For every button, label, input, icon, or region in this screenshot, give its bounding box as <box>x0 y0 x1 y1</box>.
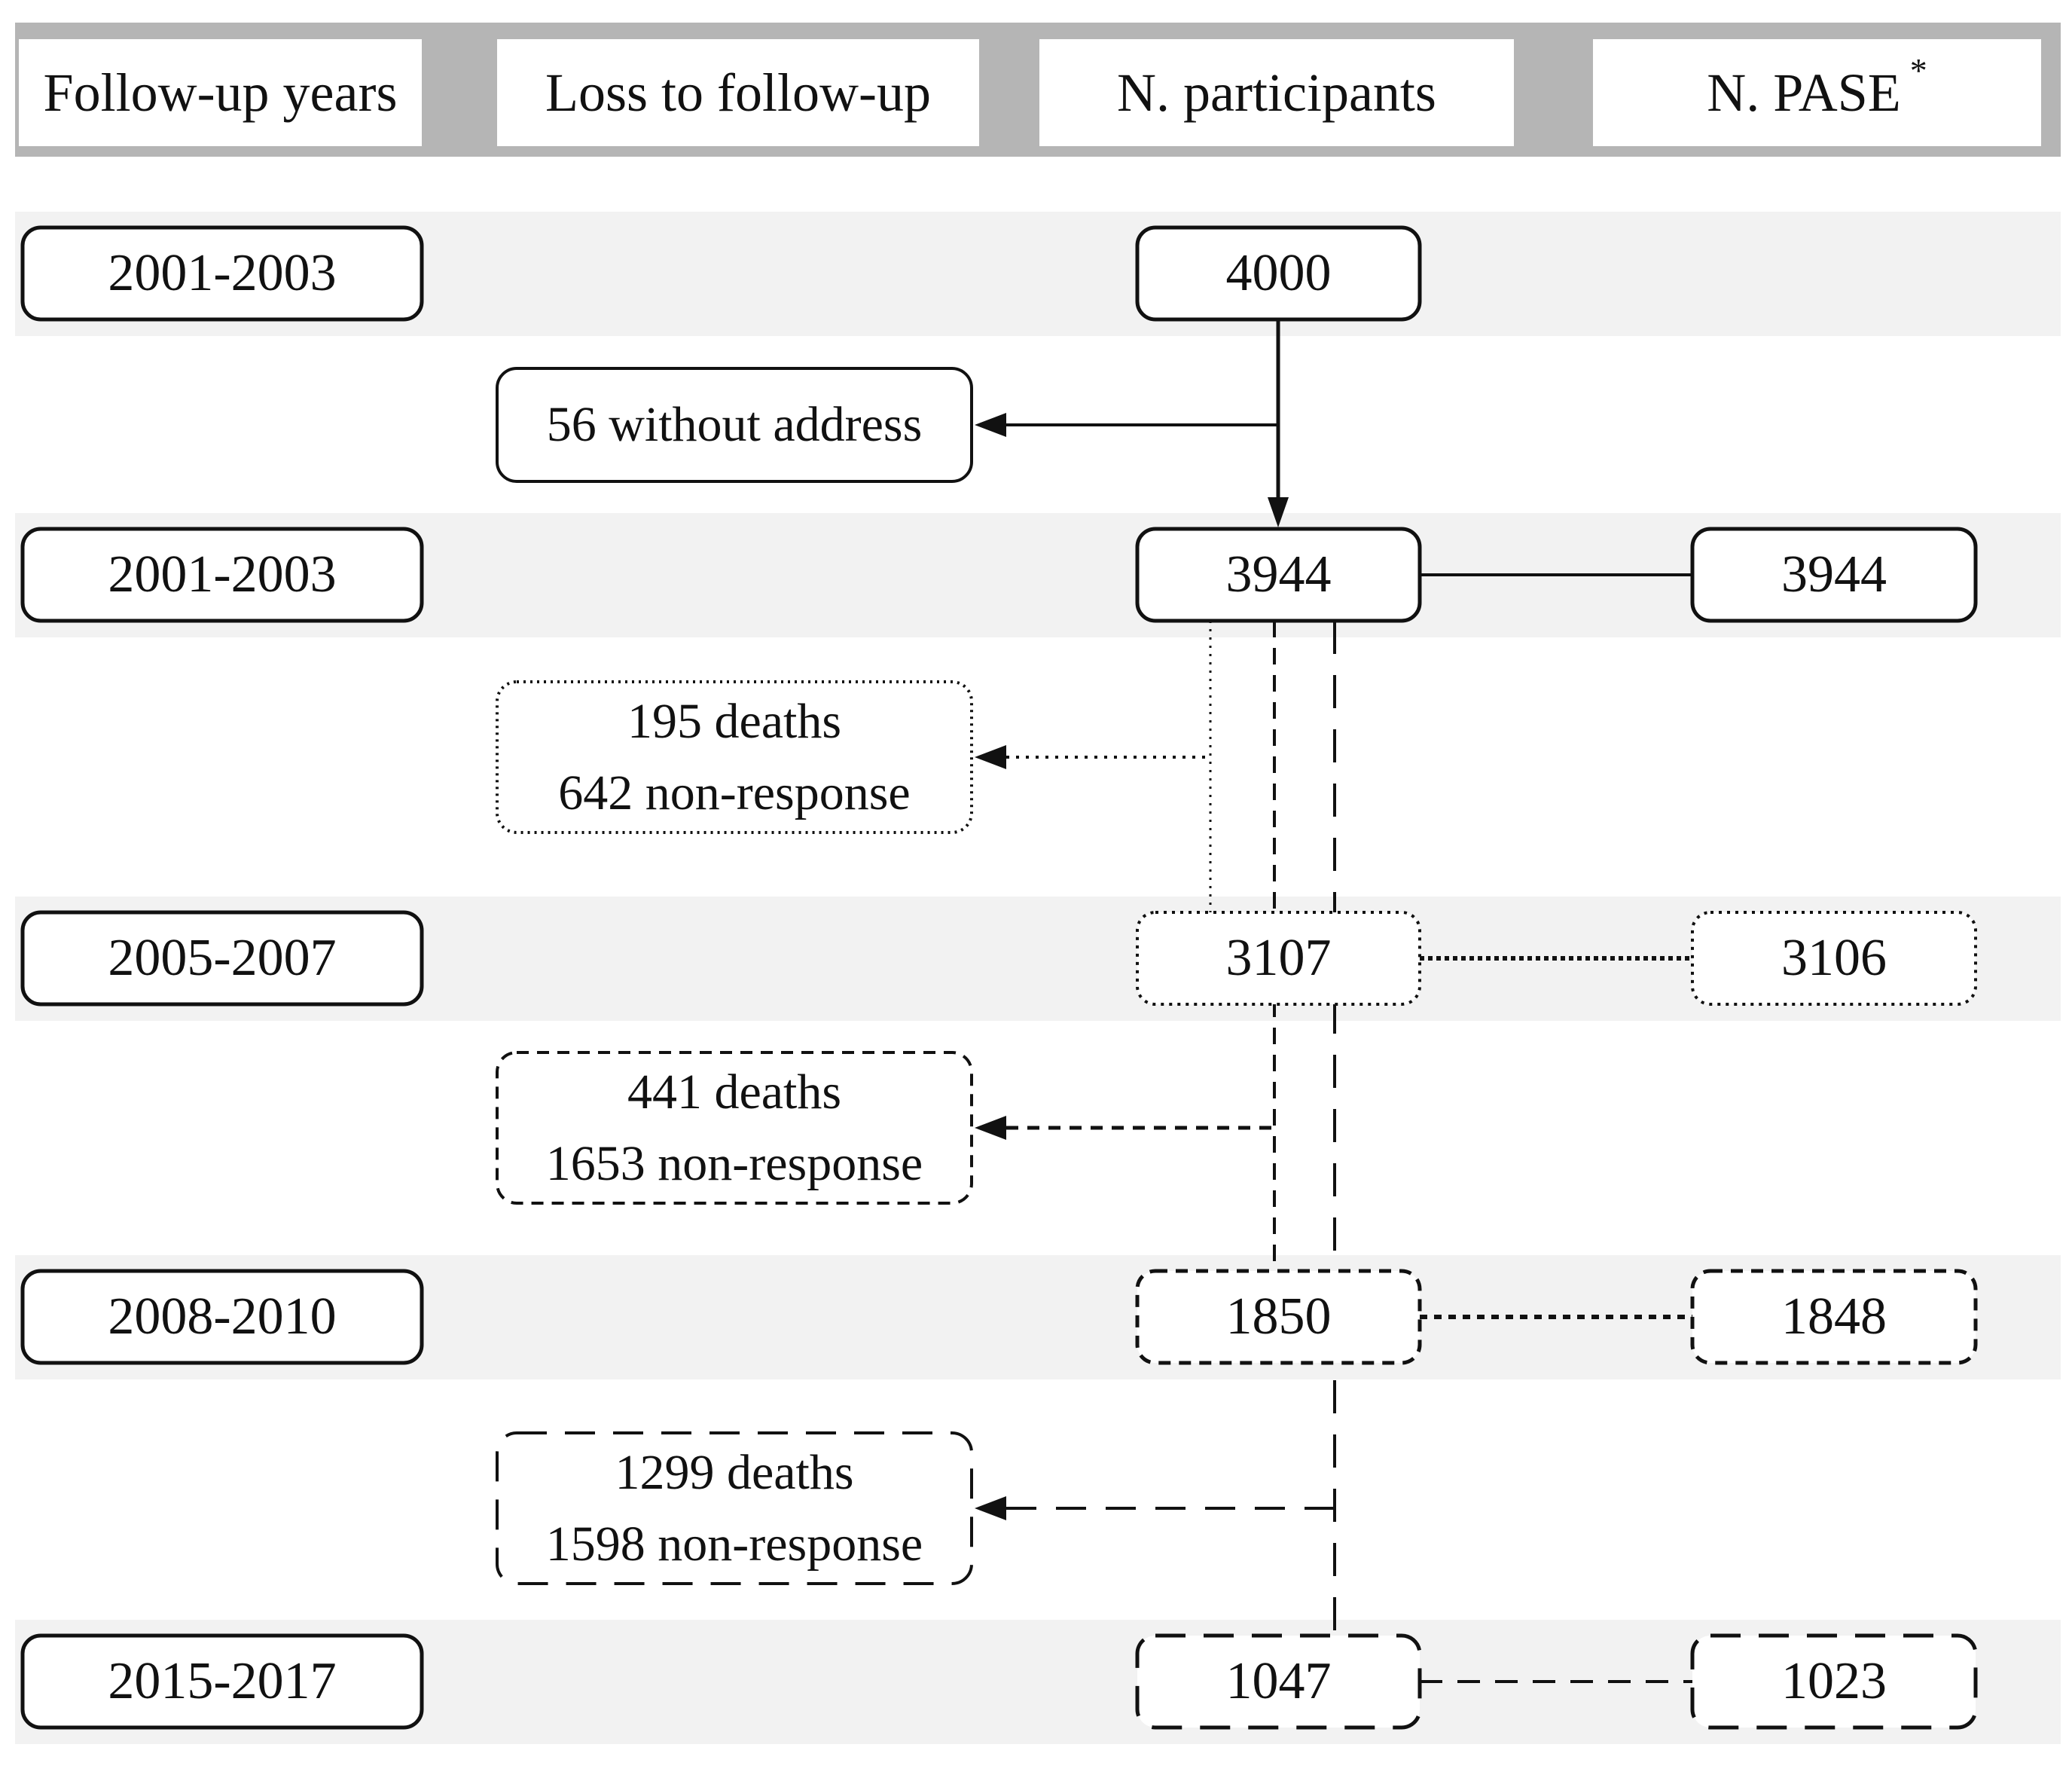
wave-3-pase-box: 3106 <box>1781 929 1887 987</box>
loss-box-wave-2: 195 deaths 642 non-response <box>497 682 972 832</box>
wave-4-years-box: 2008-2010 <box>108 1288 337 1346</box>
arrowhead-left-solid-icon <box>975 413 1006 437</box>
loss-box-wave-4: 1299 deaths 1598 non-response <box>497 1433 972 1584</box>
loss-box-outline-2 <box>496 680 973 834</box>
header-col-n-pase: N. PASE * <box>1593 39 2041 146</box>
arrowhead-left-long-dash-icon <box>975 1496 1006 1520</box>
wave-5-pase-box: 1023 <box>1781 1652 1887 1710</box>
n-pase-label: N. PASE <box>1707 62 1901 123</box>
pase-box-outline-2 <box>1690 527 1978 623</box>
pase-box-outline-5 <box>1690 1633 1978 1730</box>
participants-box-outline-3 <box>1136 911 1421 1006</box>
loss-box-wave-3: 441 deaths 1653 non-response <box>497 1052 972 1203</box>
wave-3-participants-box: 3107 <box>1225 929 1332 987</box>
wave-4-pase-box: 1848 <box>1781 1288 1887 1346</box>
wave-1-years-box: 2001-2003 <box>108 244 337 302</box>
participants-box-outline-2 <box>1135 527 1422 623</box>
loss-deaths-line: 441 deaths <box>627 1065 842 1120</box>
loss-box-outline-3 <box>496 1051 973 1205</box>
loss-deaths-line: 1299 deaths <box>615 1445 854 1500</box>
years-box-outline-5 <box>20 1633 424 1730</box>
wave-4-participants-box: 1850 <box>1225 1288 1332 1346</box>
years-box-outline-1 <box>20 225 424 322</box>
wave-5-participants-box: 1047 <box>1225 1652 1332 1710</box>
loss-box-outline-4 <box>496 1431 973 1585</box>
pase-box-outline-4 <box>1690 1269 1978 1365</box>
years-box-outline-3 <box>20 910 424 1007</box>
loss-box-without-address: 56 without address <box>546 397 923 452</box>
participants-box-outline-5 <box>1135 1633 1422 1730</box>
pase-footnote-marker: * <box>1909 50 1927 90</box>
wave-2-participants-box: 3944 <box>1225 545 1332 603</box>
loss-box-outline-1 <box>496 367 973 483</box>
arrowhead-down-icon <box>1268 497 1289 527</box>
loss-non-response-line: 642 non-response <box>558 765 911 820</box>
pase-box-outline-3 <box>1691 911 1977 1006</box>
years-box-outline-2 <box>20 527 424 623</box>
wave-3-years-box: 2005-2007 <box>108 929 337 987</box>
header-col-loss-to-follow-up: Loss to follow-up <box>497 39 979 146</box>
arrowhead-left-dashed-icon <box>975 1116 1006 1140</box>
years-box-outline-4 <box>20 1269 424 1365</box>
header-col-n-participants: N. participants <box>1039 39 1514 146</box>
loss-deaths-line: 195 deaths <box>627 694 842 749</box>
participants-box-outline-4 <box>1135 1269 1422 1365</box>
loss-non-response-line: 1598 non-response <box>545 1517 923 1572</box>
loss-non-response-line: 1653 non-response <box>545 1136 923 1191</box>
header-col-follow-up-years: Follow-up years <box>19 39 422 146</box>
wave-1-participants-box: 4000 <box>1225 244 1332 302</box>
wave-2-pase-box: 3944 <box>1781 545 1887 603</box>
arrowhead-left-dotted-icon <box>975 745 1006 769</box>
wave-2-years-box: 2001-2003 <box>108 545 337 603</box>
wave-5-years-box: 2015-2017 <box>108 1652 337 1710</box>
participants-box-outline-1 <box>1135 225 1422 322</box>
